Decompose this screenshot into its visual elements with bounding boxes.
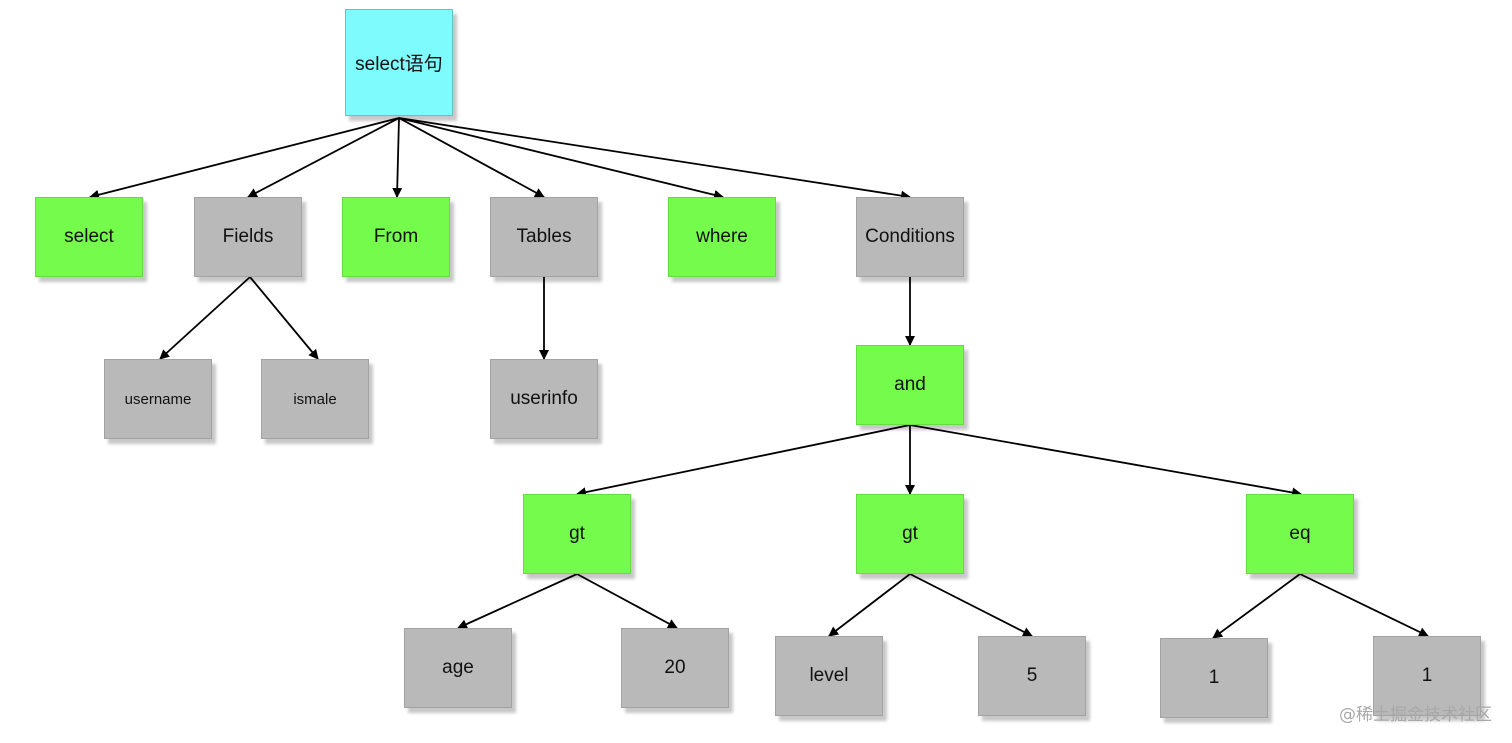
node-label: From [373, 226, 419, 247]
node-tables[interactable]: Tables [490, 197, 598, 277]
node-label: and [894, 374, 926, 395]
node-label: level [809, 665, 849, 686]
node-fields[interactable]: Fields [194, 197, 302, 277]
node-where[interactable]: where [668, 197, 776, 277]
node-label: gt [569, 523, 585, 544]
node-eq[interactable]: eq [1246, 494, 1354, 574]
node-and[interactable]: and [856, 345, 964, 425]
node-value-1-left[interactable]: 1 [1160, 638, 1268, 718]
node-select[interactable]: select [35, 197, 143, 277]
edge-arrow [576, 573, 678, 629]
edge-arrow [398, 117, 724, 200]
edge-arrow [247, 117, 400, 198]
node-label: Fields [222, 226, 274, 247]
node-value-5[interactable]: 5 [978, 636, 1086, 716]
edge-arrow [159, 276, 251, 360]
watermark-text: @稀土掘金技术社区 [1339, 705, 1492, 725]
edge-arrow [89, 117, 400, 200]
edge-arrow [1299, 573, 1429, 637]
node-label: username [124, 390, 192, 408]
node-value-20[interactable]: 20 [621, 628, 729, 708]
edge-arrow [576, 424, 911, 498]
node-select-statement[interactable]: select语句 [345, 9, 453, 116]
node-label: 20 [664, 657, 686, 678]
node-label: Conditions [865, 226, 955, 247]
edge-arrow [398, 117, 545, 198]
node-userinfo[interactable]: userinfo [490, 359, 598, 439]
node-label: select [64, 226, 114, 247]
node-level[interactable]: level [775, 636, 883, 716]
node-label: Tables [516, 226, 572, 247]
node-from[interactable]: From [342, 197, 450, 277]
edge-arrow [828, 573, 911, 637]
node-label: 1 [1208, 667, 1220, 688]
node-label: userinfo [510, 388, 578, 409]
node-label: where [696, 226, 748, 247]
edges-group [89, 117, 1429, 639]
edge-arrow [457, 573, 578, 629]
node-label: ismale [293, 390, 337, 408]
edge-arrow [1212, 573, 1301, 639]
node-value-1-right[interactable]: 1 [1373, 636, 1481, 716]
node-label: select语句 [355, 54, 443, 75]
edge-arrow [249, 276, 319, 360]
node-conditions[interactable]: Conditions [856, 197, 964, 277]
edge-arrow [909, 424, 1302, 498]
node-label: 5 [1026, 665, 1038, 686]
node-gt-level[interactable]: gt [856, 494, 964, 574]
node-label: eq [1289, 523, 1311, 544]
node-ismale[interactable]: ismale [261, 359, 369, 439]
node-label: age [442, 657, 474, 678]
node-gt-age[interactable]: gt [523, 494, 631, 574]
node-label: gt [902, 523, 918, 544]
edge-arrow [909, 573, 1033, 637]
edge-arrow [392, 117, 403, 198]
edge-arrow [398, 117, 911, 201]
node-label: 1 [1421, 665, 1433, 686]
node-username[interactable]: username [104, 359, 212, 439]
node-age[interactable]: age [404, 628, 512, 708]
